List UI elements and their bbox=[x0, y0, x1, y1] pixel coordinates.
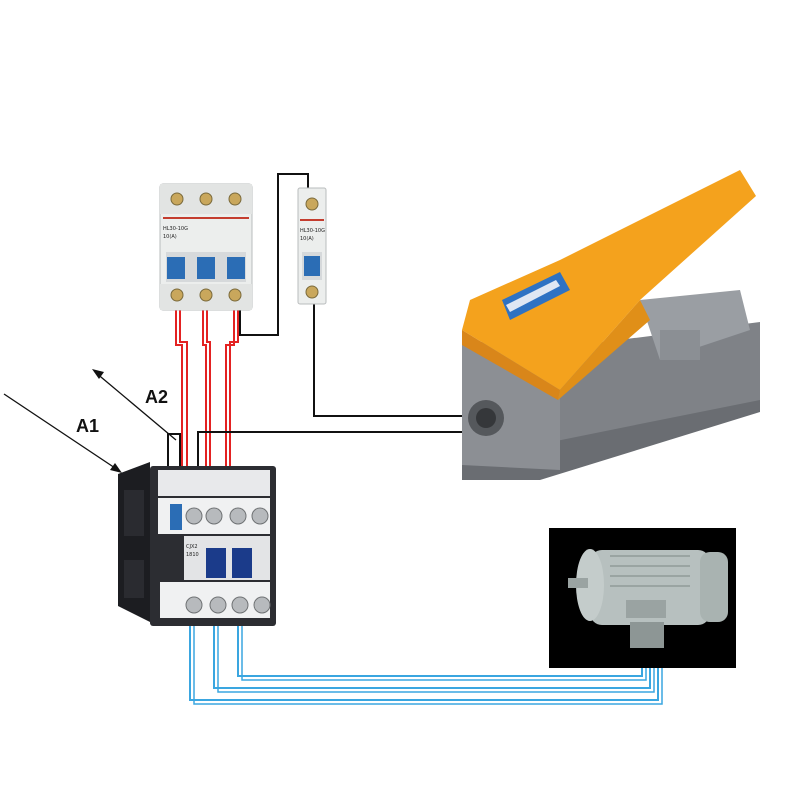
motor-wire-u-b bbox=[193, 622, 663, 705]
contactor-rating: 1810 bbox=[186, 552, 199, 558]
contactor-model: CJX2 bbox=[186, 544, 198, 550]
a1-pointer bbox=[3, 393, 122, 473]
foot-pedal-switch-icon bbox=[462, 170, 760, 480]
control-wire-feed bbox=[239, 173, 309, 336]
ac-contactor-icon bbox=[118, 462, 276, 626]
electric-motor-icon bbox=[549, 528, 736, 668]
phase-wire-l1 bbox=[175, 300, 183, 488]
breaker-1p-model: HL30-10G bbox=[300, 228, 325, 234]
breaker-3p-model: HL30-10G bbox=[163, 226, 188, 232]
coil-wire-loop bbox=[167, 433, 181, 470]
phase-wire-l2-b bbox=[206, 300, 211, 488]
motor-wire-v-b bbox=[217, 622, 655, 693]
three-pole-breaker-icon bbox=[159, 183, 253, 311]
phase-wire-l3-b bbox=[229, 300, 239, 488]
phase-wires bbox=[175, 300, 239, 488]
breaker-1p-rating: 10(A) bbox=[300, 236, 314, 242]
phase-wire-l1-b bbox=[179, 300, 188, 488]
single-pole-breaker-icon bbox=[297, 187, 327, 305]
phase-wire-l2 bbox=[202, 300, 207, 488]
control-wire-to-pedal bbox=[313, 300, 472, 417]
label-a2: A2 bbox=[145, 387, 168, 407]
breaker-3p-rating: 10(A) bbox=[163, 234, 177, 240]
motor-wire-u bbox=[189, 622, 659, 701]
a2-pointer bbox=[92, 369, 177, 441]
label-a1: A1 bbox=[76, 416, 99, 436]
